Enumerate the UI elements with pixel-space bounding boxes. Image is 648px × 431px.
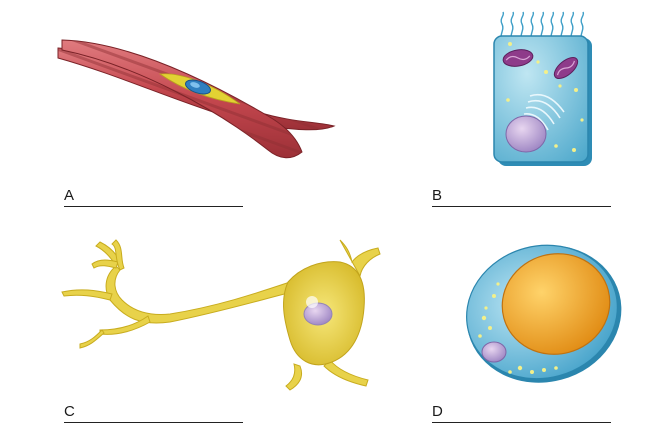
epithelial-cell-icon	[493, 11, 592, 166]
answer-line-d[interactable]	[432, 422, 611, 423]
neuron-icon	[61, 239, 381, 391]
figure-label-d: D	[432, 403, 443, 420]
fat-cell-icon	[466, 244, 622, 383]
answer-line-a[interactable]	[64, 206, 243, 207]
figure-label-c: C	[64, 403, 75, 420]
figure-label-b: B	[432, 187, 443, 204]
answer-line-c[interactable]	[64, 422, 243, 423]
answer-line-b[interactable]	[432, 206, 611, 207]
figure-label-a: A	[64, 187, 75, 204]
smooth-muscle-cell-icon	[57, 39, 336, 159]
